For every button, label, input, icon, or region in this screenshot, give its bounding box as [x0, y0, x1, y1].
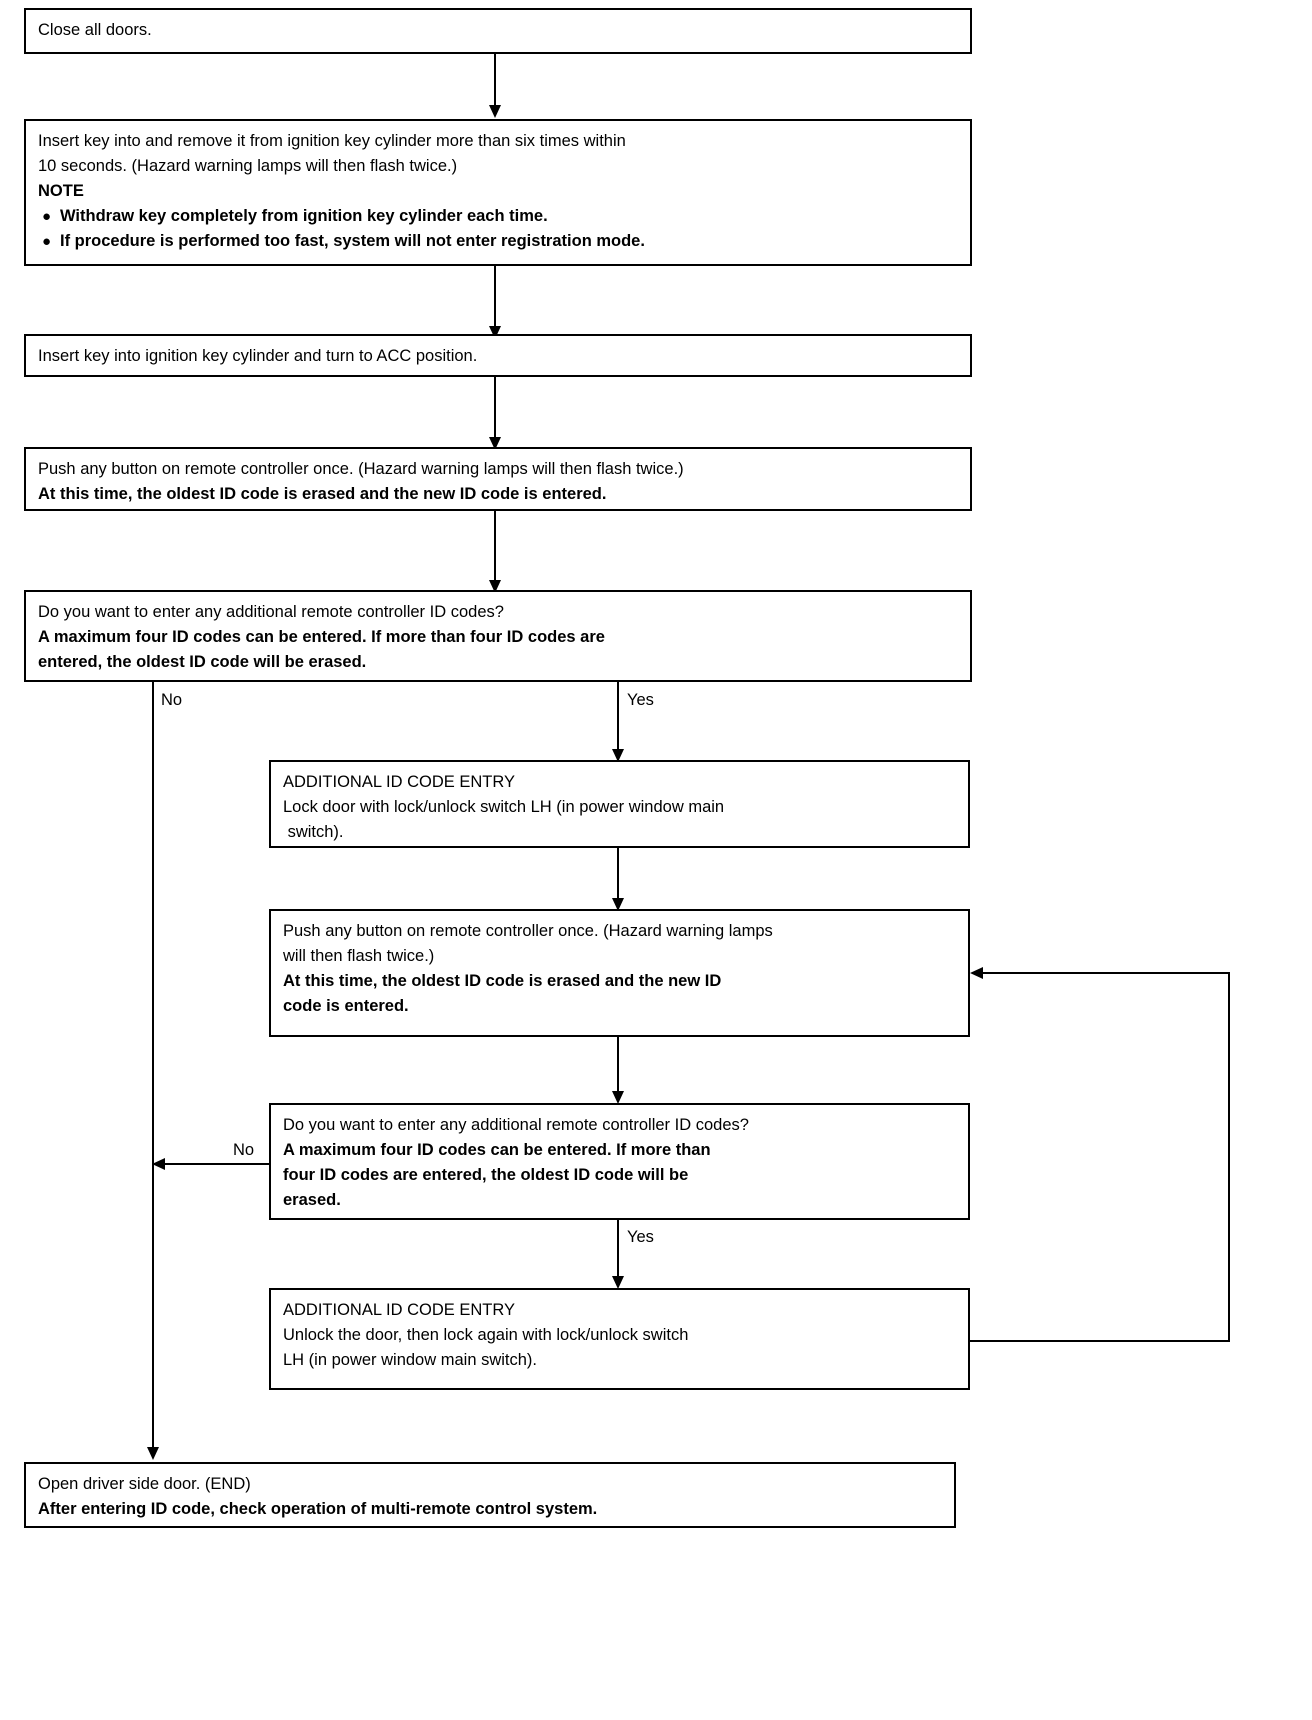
connector-push-button-2-to-decision-2 [617, 1037, 619, 1097]
text-line: Lock door with lock/unlock switch LH (in… [283, 798, 725, 816]
node-close-all-doors: Close all doors. [24, 8, 972, 54]
text-line: will then flash twice.) [283, 947, 435, 965]
node-turn-to-acc-text: Insert key into ignition key cylinder an… [38, 344, 960, 369]
text-line: Unlock the door, then lock again with lo… [283, 1326, 689, 1344]
text-line: ADDITIONAL ID CODE ENTRY [283, 1301, 515, 1319]
node-end-text: Open driver side door. (END) After enteri… [38, 1472, 944, 1522]
node-push-button-second-text: Push any button on remote controller onc… [283, 919, 958, 1019]
loop-return-vertical [1228, 972, 1230, 1342]
text-line: A maximum four ID codes can be entered. … [38, 628, 605, 646]
edge-label-decision-2-yes: Yes [627, 1228, 654, 1246]
loop-return-horizontal-bottom [968, 1340, 1230, 1342]
text-line: ● If procedure is performed too fast, sys… [38, 229, 960, 254]
text-line-content: Withdraw key completely from ignition ke… [60, 207, 548, 225]
text-line: Insert key into and remove it from ignit… [38, 132, 626, 150]
text-line: Do you want to enter any additional remo… [38, 603, 504, 621]
branch-decision-2-no-line [165, 1163, 269, 1165]
text-line: Insert key into ignition key cylinder an… [38, 347, 478, 365]
bullet-icon: ● [42, 233, 52, 250]
text-line: switch). [283, 823, 344, 841]
text-line: 10 seconds. (Hazard warning lamps will t… [38, 157, 458, 175]
text-line: ADDITIONAL ID CODE ENTRY [283, 773, 515, 791]
node-close-all-doors-text: Close all doors. [38, 18, 960, 43]
edge-label-decision-1-no: No [161, 691, 183, 709]
node-insert-remove-key: Insert key into and remove it from ignit… [24, 119, 972, 266]
connector-push-button-1-to-decision-1 [494, 511, 496, 583]
node-additional-id-code-entry-2: ADDITIONAL ID CODE ENTRY Unlock the door,… [269, 1288, 970, 1390]
loop-return-horizontal-top [983, 972, 1230, 974]
text-line: entered, the oldest ID code will be eras… [38, 653, 367, 671]
text-line: Open driver side door. (END) [38, 1475, 251, 1493]
node-push-button-first-text: Push any button on remote controller onc… [38, 457, 960, 507]
text-line-content: If procedure is performed too fast, syst… [60, 232, 645, 250]
branch-decision-1-no-line [152, 682, 154, 1454]
branch-decision-2-yes-line [617, 1220, 619, 1282]
arrowhead-down-5 [612, 898, 624, 911]
node-additional-entry-1-text: ADDITIONAL ID CODE ENTRY Lock door with l… [283, 770, 958, 845]
text-line: NOTE [38, 182, 84, 200]
node-additional-entry-2-text: ADDITIONAL ID CODE ENTRY Unlock the door,… [283, 1298, 958, 1373]
text-line: four ID codes are entered, the oldest ID… [283, 1166, 689, 1184]
text-line: ● Withdraw key completely from ignition k… [38, 204, 960, 229]
arrowhead-decision-1-yes [612, 749, 624, 762]
node-end-open-driver-door: Open driver side door. (END) After enteri… [24, 1462, 956, 1528]
node-decision-additional-codes-2: Do you want to enter any additional remo… [269, 1103, 970, 1220]
text-line: At this time, the oldest ID code is eras… [38, 485, 607, 503]
text-line: LH (in power window main switch). [283, 1351, 538, 1369]
node-decision-additional-codes-1: Do you want to enter any additional remo… [24, 590, 972, 682]
arrowhead-down-3 [489, 437, 501, 450]
arrowhead-decision-1-no [147, 1447, 159, 1460]
edge-label-decision-2-no: No [233, 1141, 255, 1159]
text-line: A maximum four ID codes can be entered. … [283, 1141, 711, 1159]
text-line: Push any button on remote controller onc… [38, 460, 684, 478]
connector-acc-to-push-button-1 [494, 377, 496, 440]
connector-close-doors-to-insert-key [494, 54, 496, 107]
connector-insert-key-to-acc [494, 266, 496, 329]
text-line: Do you want to enter any additional remo… [283, 1116, 749, 1134]
text-line: Push any button on remote controller onc… [283, 922, 773, 940]
branch-decision-1-yes-line [617, 682, 619, 764]
arrowhead-decision-2-no [152, 1158, 165, 1170]
text-line: Close all doors. [38, 21, 152, 39]
node-turn-to-acc: Insert key into ignition key cylinder an… [24, 334, 972, 377]
connector-entry-1-to-push-button-2 [617, 848, 619, 904]
arrowhead-down-6 [612, 1091, 624, 1104]
node-additional-id-code-entry-1: ADDITIONAL ID CODE ENTRY Lock door with l… [269, 760, 970, 848]
arrowhead-down-1 [489, 105, 501, 118]
node-decision-2-text: Do you want to enter any additional remo… [283, 1113, 958, 1213]
edge-label-decision-1-yes: Yes [627, 691, 654, 709]
arrowhead-loop-return [970, 967, 983, 979]
node-push-button-first: Push any button on remote controller onc… [24, 447, 972, 511]
text-line: erased. [283, 1191, 341, 1209]
node-decision-1-text: Do you want to enter any additional remo… [38, 600, 960, 675]
arrowhead-decision-2-yes [612, 1276, 624, 1289]
node-push-button-second: Push any button on remote controller onc… [269, 909, 970, 1037]
text-line: After entering ID code, check operation … [38, 1500, 598, 1518]
arrowhead-down-4 [489, 580, 501, 593]
text-line: At this time, the oldest ID code is eras… [283, 972, 722, 990]
bullet-icon: ● [42, 208, 52, 225]
text-line: code is entered. [283, 997, 409, 1015]
node-insert-remove-key-text: Insert key into and remove it from ignit… [38, 129, 960, 254]
